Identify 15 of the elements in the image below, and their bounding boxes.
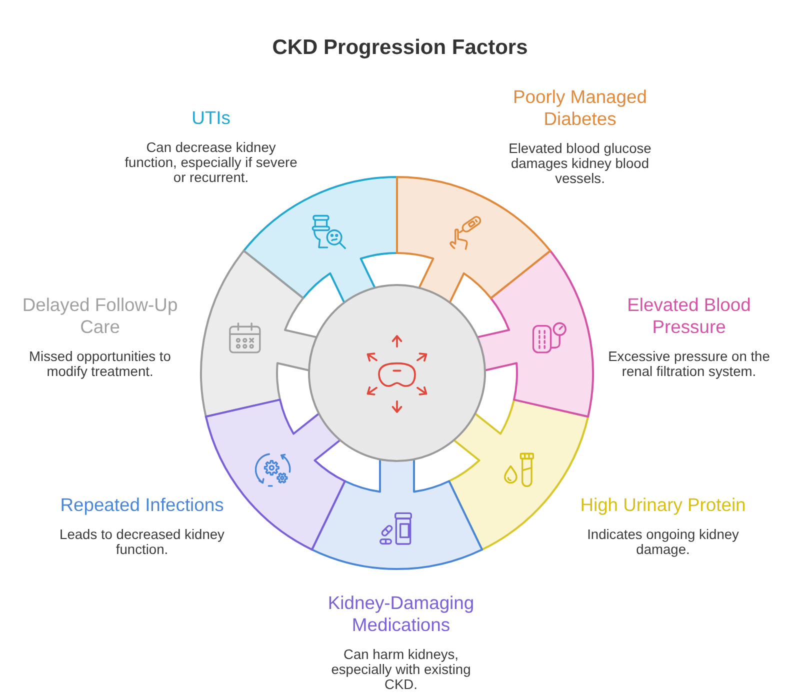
factor-heading: High Urinary Protein [580, 494, 746, 516]
diagram-title: CKD Progression Factors [272, 35, 528, 60]
factor-heading: Elevated Blood Pressure [626, 294, 752, 338]
factor-description: Leads to decreased kidney function. [59, 527, 225, 557]
factor-description: Excessive pressure on the renal filtration system. [608, 349, 770, 379]
factor-description: Can decrease kidney function, especially if severe or recurrent. [124, 140, 298, 185]
factor-description: Missed opportunities to modify treatment. [28, 349, 172, 379]
factor-description: Indicates ongoing kidney damage. [586, 527, 740, 557]
factor-heading: Delayed Follow-Up Care [22, 294, 178, 338]
factor-description: Can harm kidneys, especially with existing CKD. [330, 647, 472, 692]
factor-heading: Poorly Managed Diabetes [512, 86, 648, 130]
factor-heading: UTIs [191, 107, 231, 129]
factor-description: Elevated blood glucose damages kidney blood vessels. [508, 141, 652, 186]
factor-heading: Kidney-Damaging Medications [327, 592, 475, 636]
factor-heading: Repeated Infections [60, 494, 224, 516]
